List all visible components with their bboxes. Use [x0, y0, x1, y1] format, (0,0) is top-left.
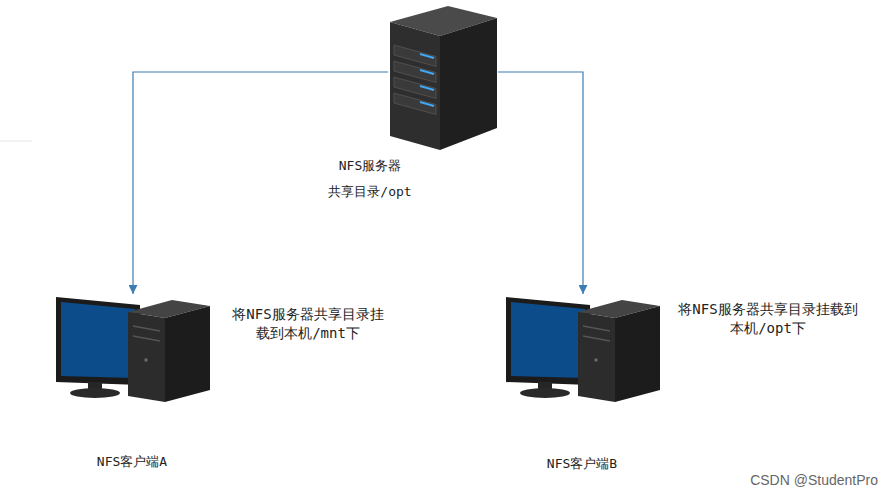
- drive-slot: [583, 336, 610, 341]
- server-side: [440, 18, 497, 150]
- monitor-base: [520, 388, 570, 398]
- monitor-base: [70, 388, 120, 398]
- power-light: [594, 358, 598, 362]
- drive-light: [420, 86, 434, 90]
- drive-slot: [133, 326, 160, 331]
- drive-light: [420, 102, 434, 106]
- drive-bays: [394, 45, 436, 115]
- drive-light: [420, 70, 434, 74]
- monitor-bezel: [506, 297, 590, 385]
- mount-note: 将NFS服务器共享目录挂 载到本机/mnt下: [228, 305, 388, 343]
- drive-slot: [133, 336, 160, 341]
- monitor-screen: [61, 302, 135, 378]
- connector: [133, 72, 388, 294]
- client-node: 将NFS服务器共享目录挂 载到本机/mnt下NFS客户端A: [55, 295, 211, 403]
- faint-rule: [0, 141, 32, 142]
- drive-bay: [394, 93, 436, 115]
- tower-front: [578, 312, 615, 402]
- drive-light: [420, 54, 434, 58]
- share-path: 共享目录/opt: [316, 183, 424, 200]
- watermark: CSDN @StudentPro: [750, 472, 878, 488]
- monitor-bezel: [56, 297, 140, 385]
- tower-front: [128, 312, 165, 402]
- power-light: [144, 358, 148, 362]
- server-icon: [390, 6, 497, 150]
- tower-side: [165, 306, 210, 402]
- server-front: [390, 22, 440, 150]
- computer-icon: [56, 297, 210, 402]
- mount-note: 将NFS服务器共享目录挂载到 本机/opt下: [673, 300, 863, 338]
- server-name: NFS服务器: [316, 157, 424, 174]
- client-name: NFS客户端B: [522, 455, 642, 472]
- client-name: NFS客户端A: [72, 453, 192, 470]
- server-node: NFS服务器共享目录/opt: [388, 5, 498, 151]
- connector: [498, 72, 583, 294]
- drive-slot: [583, 326, 610, 331]
- client-node: 将NFS服务器共享目录挂载到 本机/opt下NFS客户端B: [505, 295, 661, 403]
- computer-icon: [506, 297, 660, 402]
- tower-side: [615, 306, 660, 402]
- monitor-screen: [511, 302, 585, 378]
